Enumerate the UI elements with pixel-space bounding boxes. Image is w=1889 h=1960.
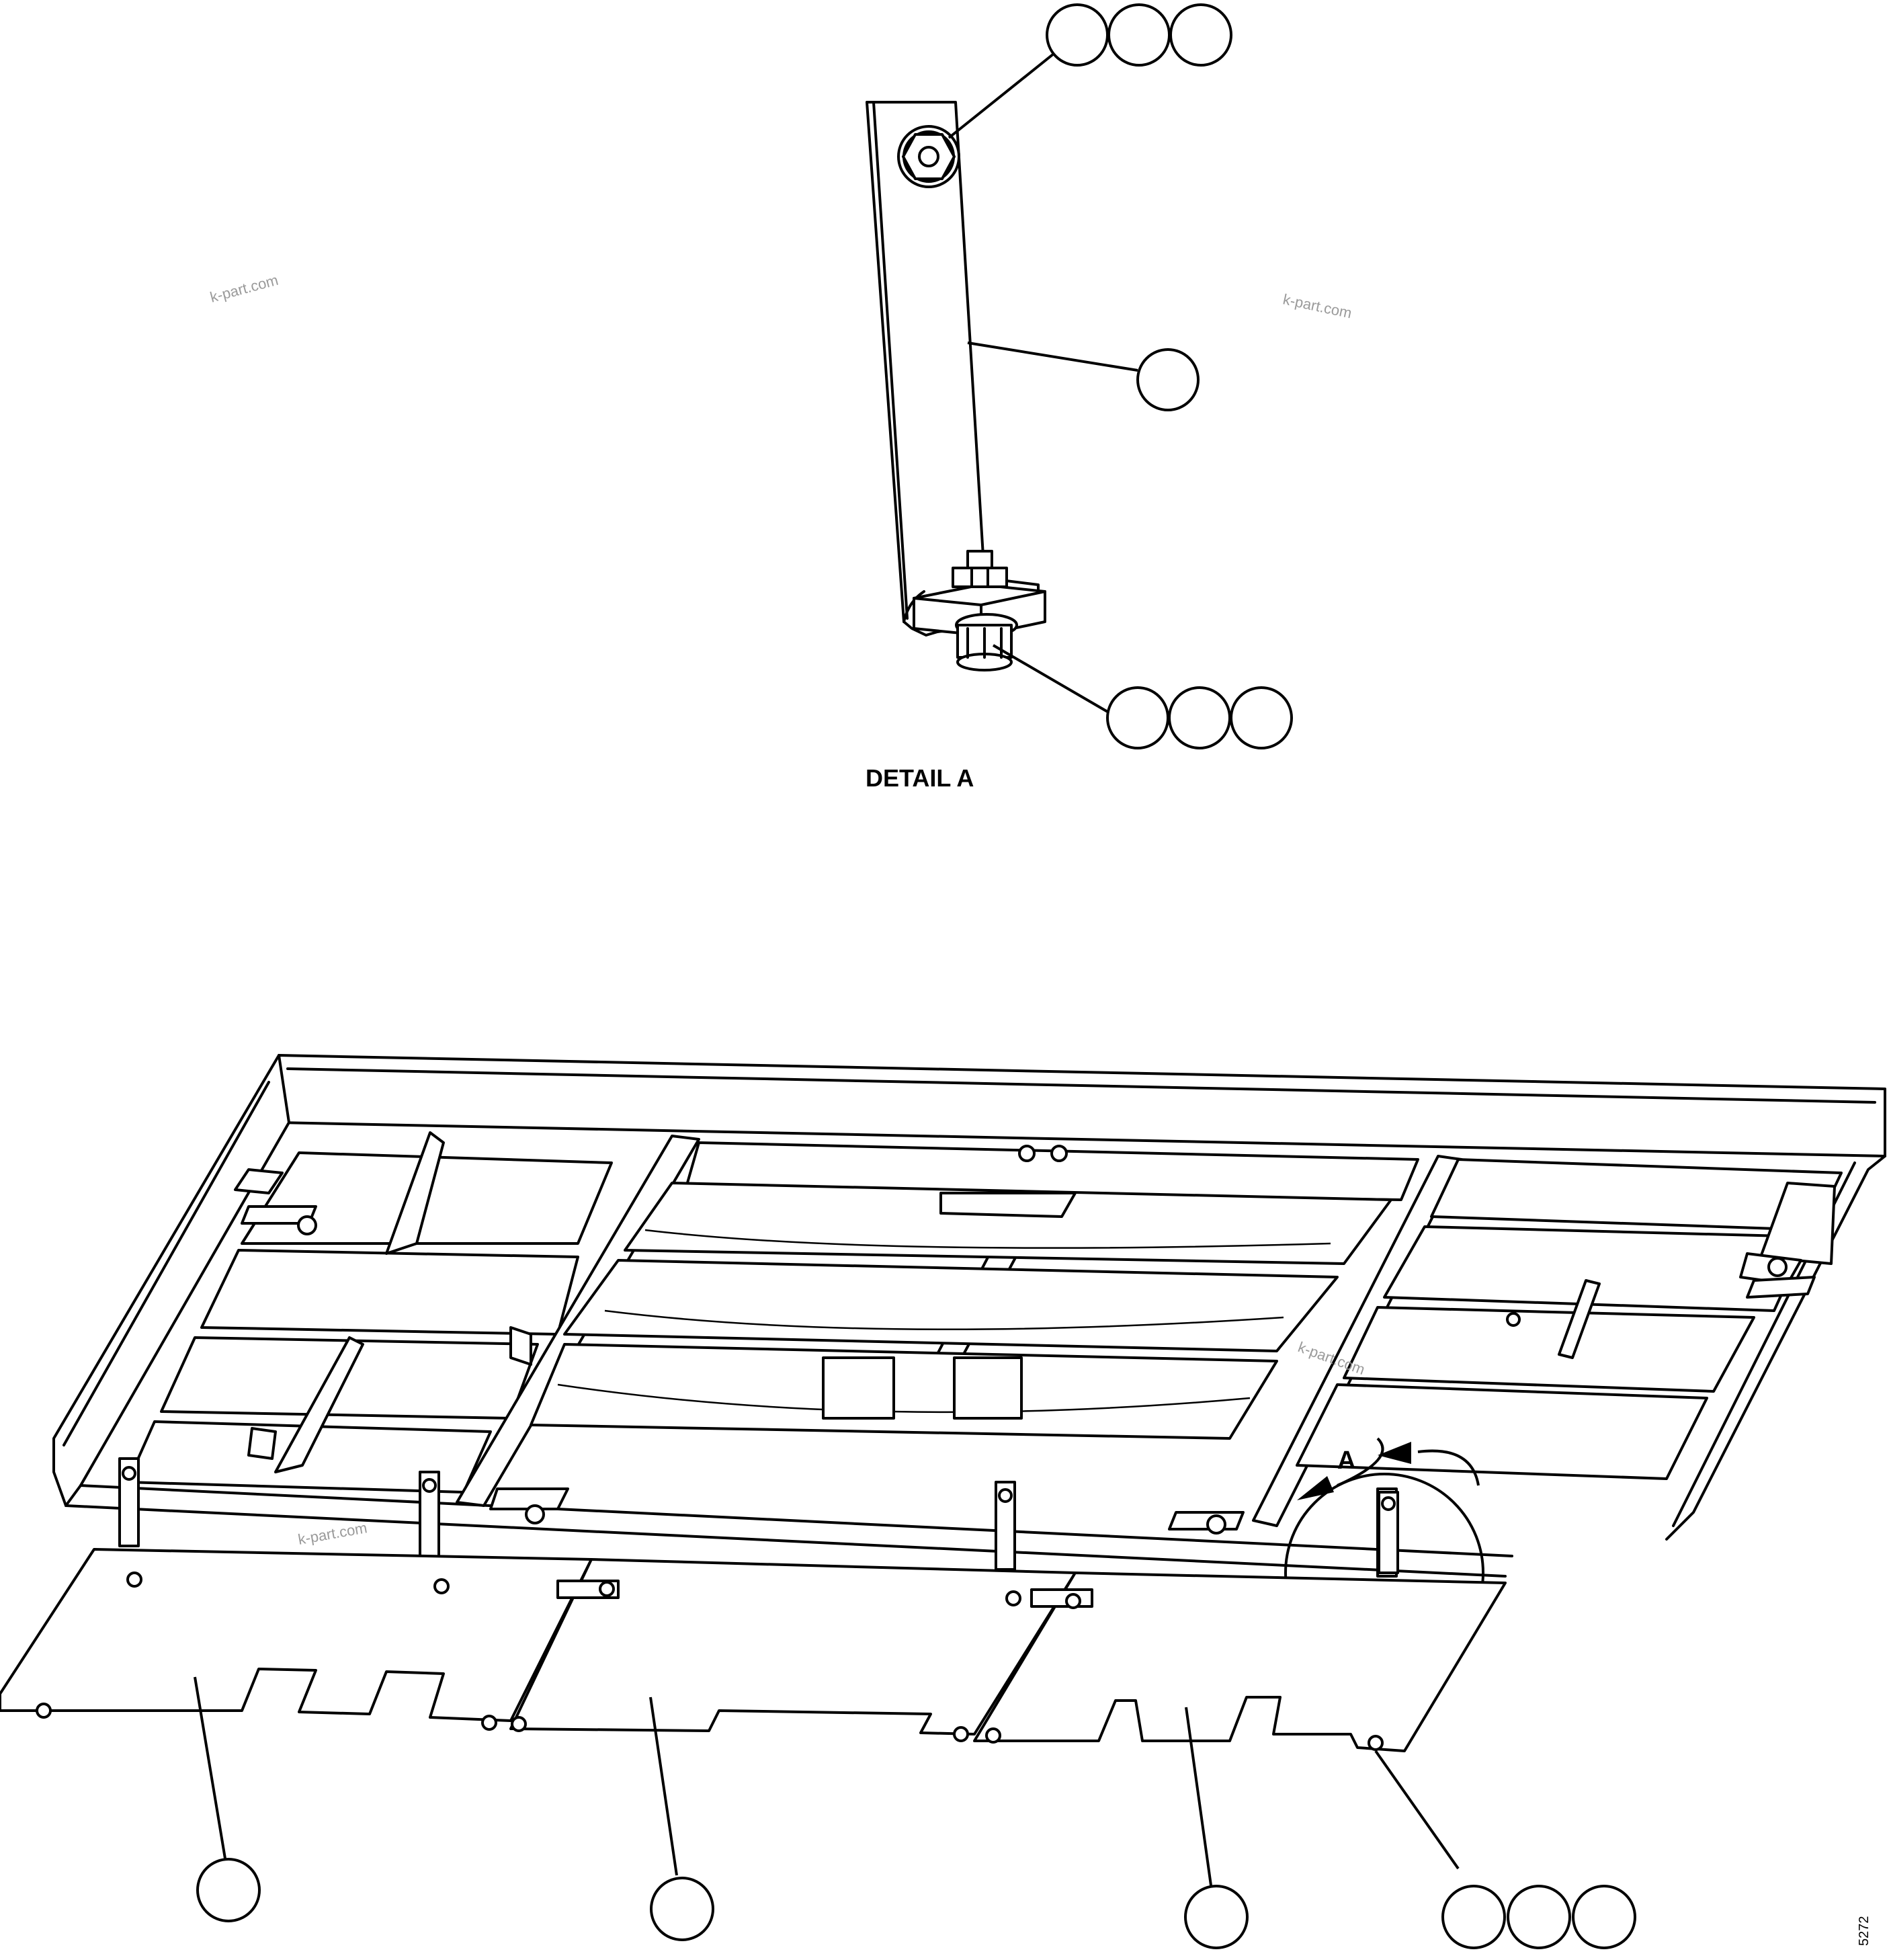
frame-nuts <box>297 1145 1788 1535</box>
watermark-2: k-part.com <box>1282 290 1353 321</box>
detail-a-label: DETAIL A <box>866 764 974 792</box>
balloon-bracket <box>1136 348 1200 411</box>
balloon-group-top <box>1046 3 1232 67</box>
bracket-plate <box>866 101 1040 637</box>
balloon-panel-left <box>196 1858 261 1922</box>
balloon-panel-right <box>1184 1885 1249 1949</box>
foot-bolt <box>955 613 1018 671</box>
detail-a-view: DETAIL A <box>866 3 1293 792</box>
top-rail <box>278 1054 1886 1157</box>
left-bay <box>126 1131 613 1494</box>
top-bolt <box>897 125 960 188</box>
balloon-panel-middle <box>650 1877 714 1941</box>
balloon-group-fasteners <box>1441 1885 1636 1949</box>
section-label: A <box>1337 1446 1355 1475</box>
panels <box>0 1548 1636 1949</box>
watermark-1: k-part.com <box>208 272 280 306</box>
panel-fasteners <box>36 1571 1384 1751</box>
panel-right <box>973 1571 1507 1752</box>
figure-code: 5272 <box>1857 1916 1872 1947</box>
front-edge <box>65 1484 1513 1578</box>
main-assembly: A <box>52 1054 1886 1673</box>
divider-beam-right <box>1252 1155 1463 1527</box>
balloon-group-foot <box>1106 686 1293 749</box>
panel-left <box>0 1548 593 1722</box>
right-rail <box>1665 1155 1886 1541</box>
watermark-4: k-part.com <box>297 1519 369 1548</box>
section-marker: A <box>1284 1437 1484 1673</box>
center-bay <box>530 1141 1419 1440</box>
foot-nut <box>952 550 1008 588</box>
